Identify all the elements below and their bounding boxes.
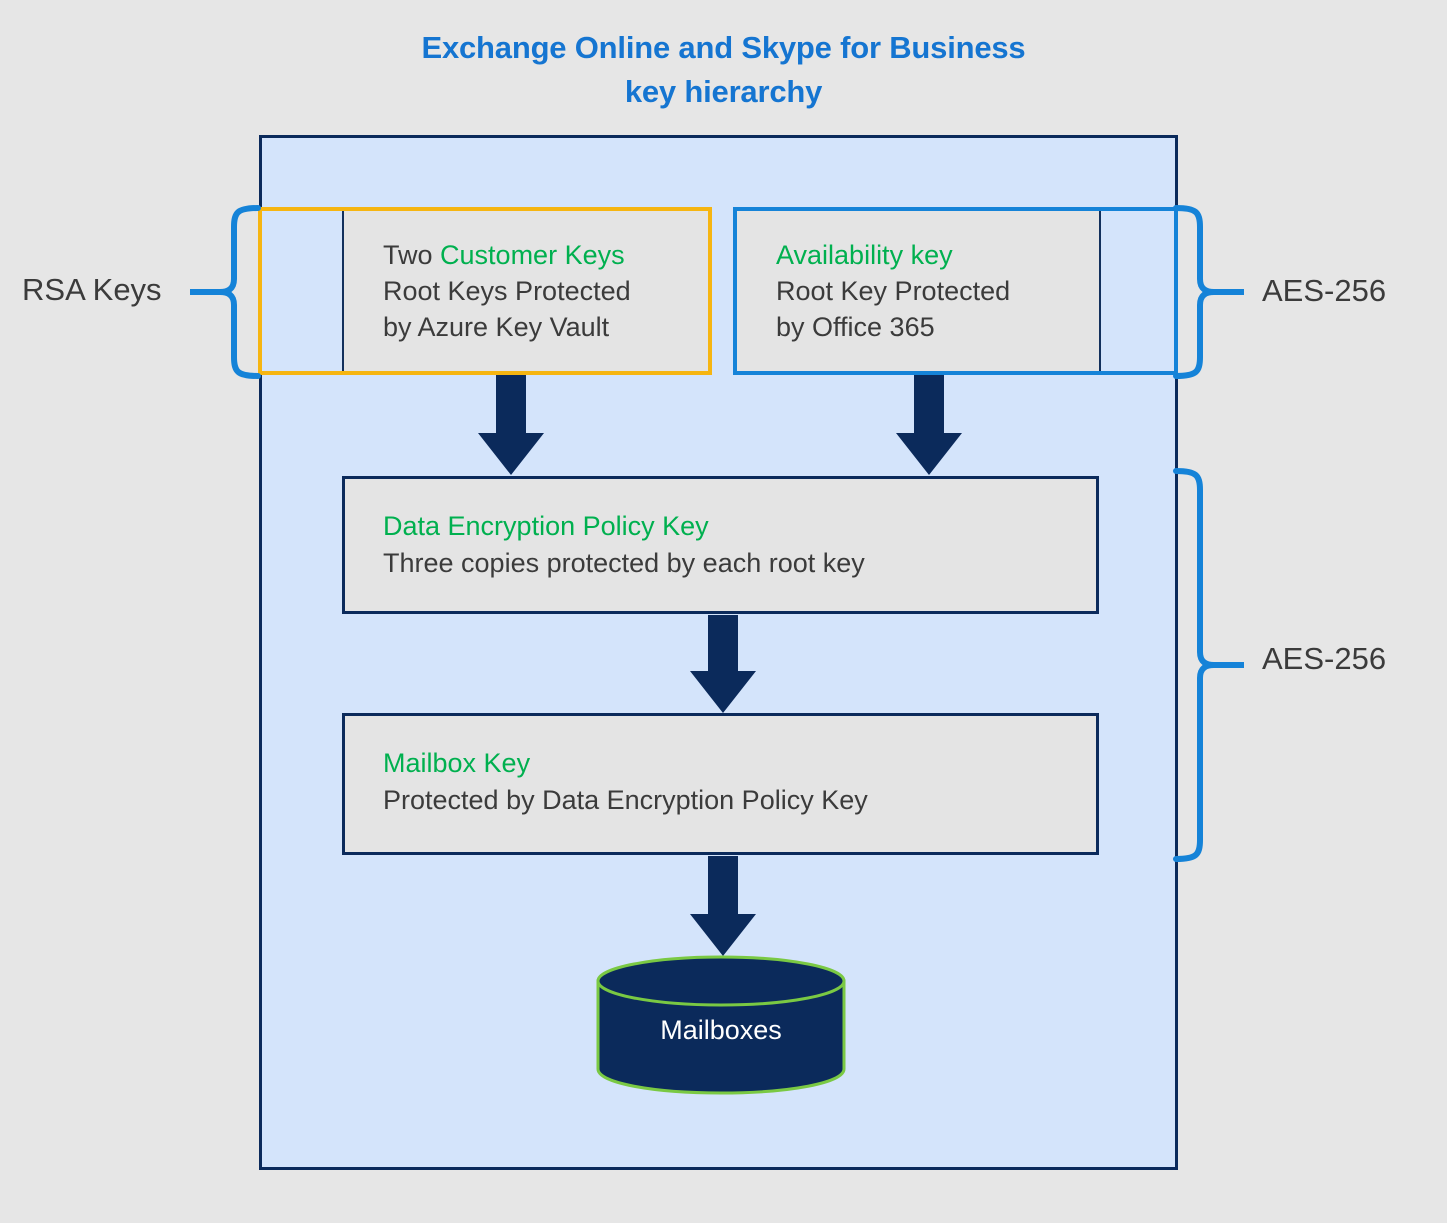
arrow-customer-keys-to-depk <box>478 375 544 475</box>
availability-key-body-line-1: Root Key Protected <box>776 276 1011 306</box>
divider-right <box>1099 208 1101 374</box>
mailbox-key-heading-accent: Mailbox Key <box>383 748 531 778</box>
label-aes-256-top: AES-256 <box>1262 273 1387 308</box>
brace-aes-256-top <box>1173 205 1244 379</box>
depk-text: Data Encryption Policy Key Three copies … <box>383 508 865 582</box>
arrow-mailbox-key-to-mailboxes <box>690 856 756 956</box>
depk-heading-accent: Data Encryption Policy Key <box>383 511 709 541</box>
availability-key-text: Availability key Root Key Protected by O… <box>776 237 1010 345</box>
customer-keys-body-line-1: Root Keys Protected <box>383 276 631 306</box>
brace-rsa-keys <box>190 205 261 379</box>
divider-left <box>342 208 344 374</box>
availability-key-body-line-2: by Office 365 <box>776 312 935 342</box>
node-mailbox-key[interactable]: Mailbox Key Protected by Data Encryption… <box>342 713 1099 855</box>
customer-keys-text: Two Customer Keys Root Keys Protected by… <box>383 237 631 345</box>
title-line-2: key hierarchy <box>624 74 823 109</box>
page-title: Exchange Online and Skype for Business k… <box>0 26 1447 114</box>
label-rsa-keys: RSA Keys <box>22 272 162 307</box>
customer-keys-body-line-2: by Azure Key Vault <box>383 312 610 342</box>
frame-customer-keys-rsa <box>258 207 712 375</box>
frame-availability-key-aes <box>733 207 1178 375</box>
arrow-depk-to-mailbox-key <box>690 615 756 713</box>
node-data-encryption-policy-key[interactable]: Data Encryption Policy Key Three copies … <box>342 476 1099 614</box>
availability-key-heading-accent: Availability key <box>776 240 953 270</box>
database-cylinder-icon <box>596 955 846 1095</box>
customer-keys-heading-prefix: Two <box>383 240 441 270</box>
mailbox-key-body-line-1: Protected by Data Encryption Policy Key <box>383 785 868 815</box>
node-mailboxes[interactable]: Mailboxes <box>596 955 846 1095</box>
depk-body-line-1: Three copies protected by each root key <box>383 548 865 578</box>
customer-keys-heading-accent: Customer Keys <box>440 240 625 270</box>
label-aes-256-middle: AES-256 <box>1262 641 1387 676</box>
title-line-1: Exchange Online and Skype for Business <box>421 30 1026 65</box>
brace-aes-256-middle <box>1173 468 1244 862</box>
node-customer-keys[interactable]: Two Customer Keys Root Keys Protected by… <box>342 208 711 374</box>
arrow-availability-key-to-depk <box>896 375 962 475</box>
mailbox-key-text: Mailbox Key Protected by Data Encryption… <box>383 745 868 819</box>
